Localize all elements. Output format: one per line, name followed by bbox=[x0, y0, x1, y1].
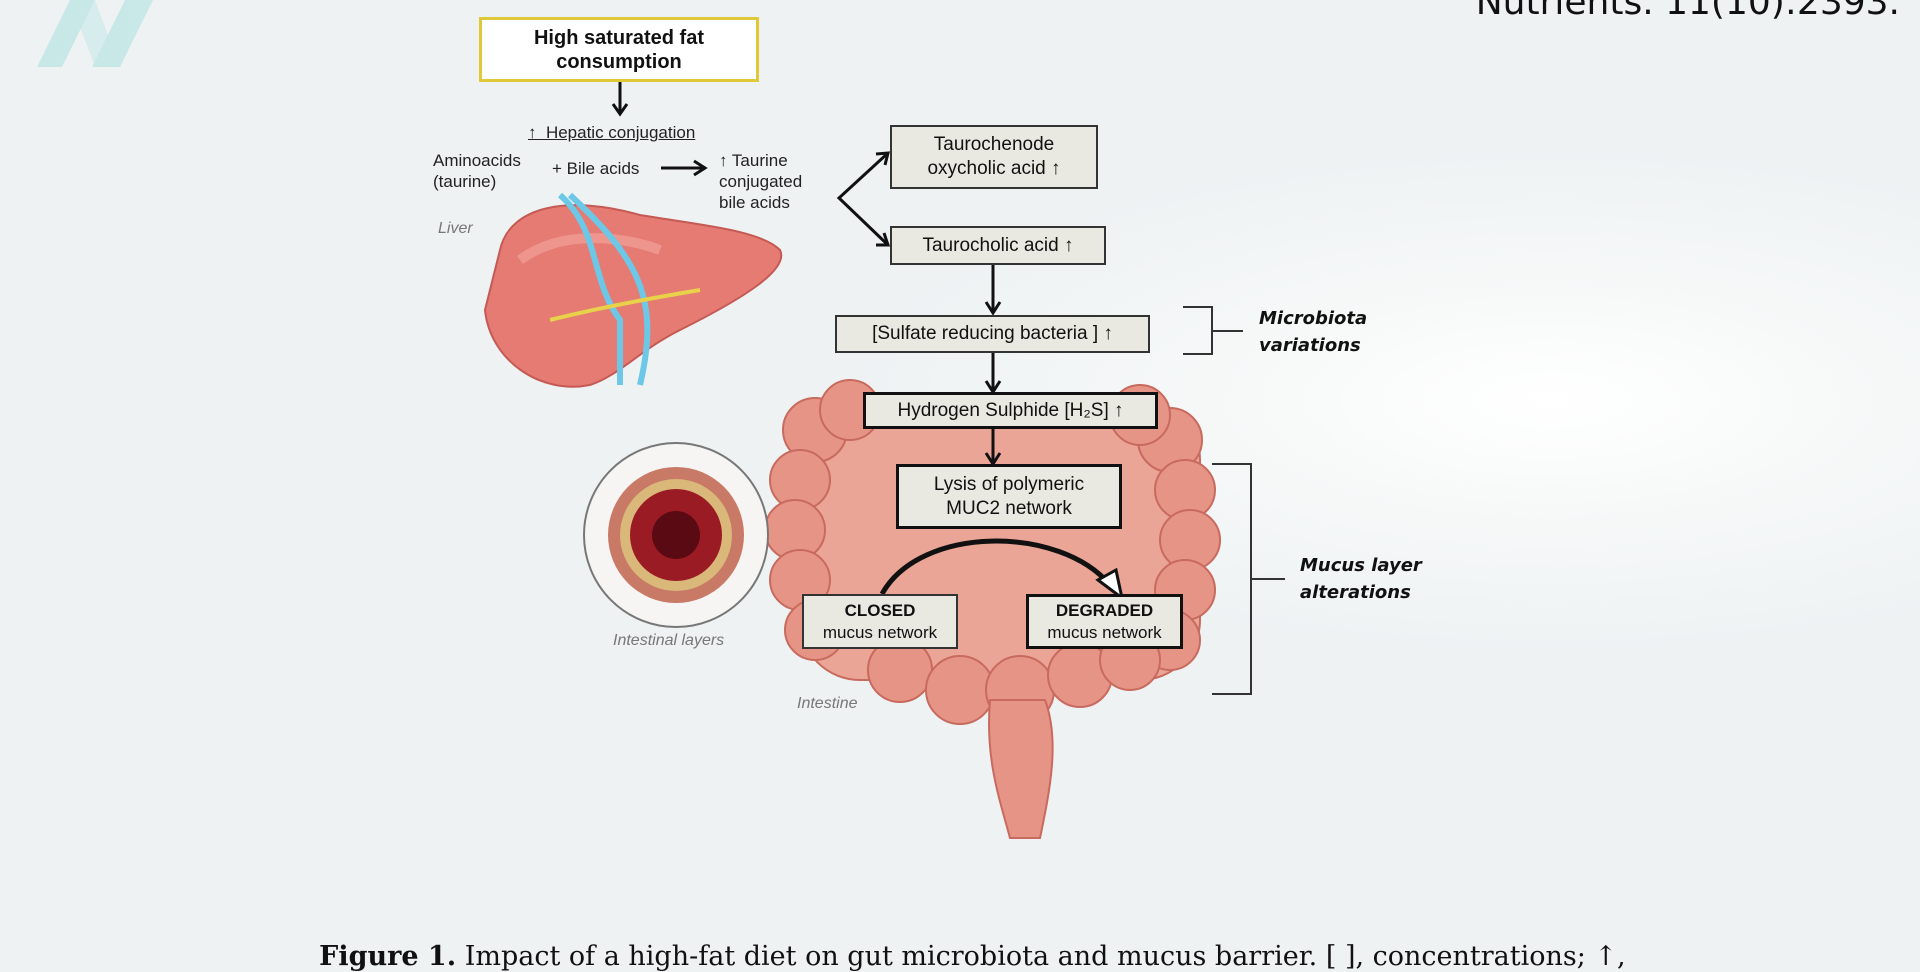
intestinal-layers-label: Intestinal layers bbox=[613, 632, 725, 649]
sulfate-bacteria-box: [Sulfate reducing bacteria ] ↑ bbox=[835, 315, 1150, 353]
liver-illustration bbox=[483, 192, 783, 388]
aminoacids-line1: Aminoacids bbox=[433, 151, 521, 170]
closed-title: CLOSED bbox=[844, 600, 916, 620]
microbiota-line2: variations bbox=[1259, 335, 1361, 356]
taurochenodeoxycholic-box: Taurochenode oxycholic acid ↑ bbox=[890, 125, 1098, 189]
lysis-muc2-box: Lysis of polymeric MUC2 network bbox=[896, 464, 1122, 529]
closed-mucus-box: CLOSED mucus network bbox=[802, 594, 958, 649]
start-box-line1: High saturated fat bbox=[533, 26, 705, 49]
brackets bbox=[1183, 306, 1285, 695]
taurine-line1: ↑ Taurine bbox=[719, 151, 788, 170]
taurine-label: ↑ Taurine conjugated bile acids bbox=[719, 150, 802, 213]
intestine-label: Intestine bbox=[797, 695, 858, 712]
taurine-line2: conjugated bbox=[719, 172, 803, 191]
caption-label: Figure 1. bbox=[319, 941, 457, 972]
start-box-line2: consumption bbox=[556, 50, 682, 73]
degraded-sub: mucus network bbox=[1047, 622, 1162, 642]
logo-icon bbox=[37, 0, 153, 67]
taurocholic-box: Taurocholic acid ↑ bbox=[890, 226, 1106, 265]
liver-label: Liver bbox=[438, 220, 473, 237]
caption-text: Impact of a high-fat diet on gut microbi… bbox=[456, 941, 1626, 972]
degraded-title: DEGRADED bbox=[1055, 600, 1154, 620]
aminoacids-label: Aminoacids (taurine) bbox=[433, 150, 521, 192]
flow-arrows bbox=[611, 82, 1125, 602]
tauroche-line2: oxycholic acid ↑ bbox=[927, 158, 1061, 179]
hydrogen-sulphide-box: Hydrogen Sulphide [H₂S] ↑ bbox=[863, 392, 1158, 429]
hepatic-conjugation: ↑ Hepatic conjugation bbox=[528, 123, 696, 142]
degraded-mucus-box: DEGRADED mucus network bbox=[1026, 594, 1183, 649]
bile-acids-label: + Bile acids bbox=[552, 159, 640, 178]
figure-caption: Figure 1. Impact of a high-fat diet on g… bbox=[302, 910, 1626, 972]
microbiota-variations-label: Microbiota variations bbox=[1259, 305, 1367, 359]
aminoacids-line2: (taurine) bbox=[433, 172, 497, 191]
closed-sub: mucus network bbox=[822, 622, 938, 642]
citation: Nutrients. 11(10):2393. bbox=[1475, 0, 1900, 23]
microbiota-line1: Microbiota bbox=[1259, 308, 1368, 329]
tauroche-line1: Taurochenode bbox=[933, 134, 1055, 155]
lysis-line1: Lysis of polymeric bbox=[933, 473, 1085, 495]
mucus-line1: Mucus layer bbox=[1300, 555, 1422, 576]
mucus-alterations-label: Mucus layer alterations bbox=[1300, 552, 1422, 606]
lysis-line2: MUC2 network bbox=[946, 497, 1072, 519]
start-box-high-fat: High saturated fat consumption bbox=[479, 17, 759, 82]
intestinal-layers-illustration bbox=[583, 442, 769, 628]
taurine-line3: bile acids bbox=[719, 193, 790, 212]
mucus-line2: alterations bbox=[1300, 582, 1411, 603]
